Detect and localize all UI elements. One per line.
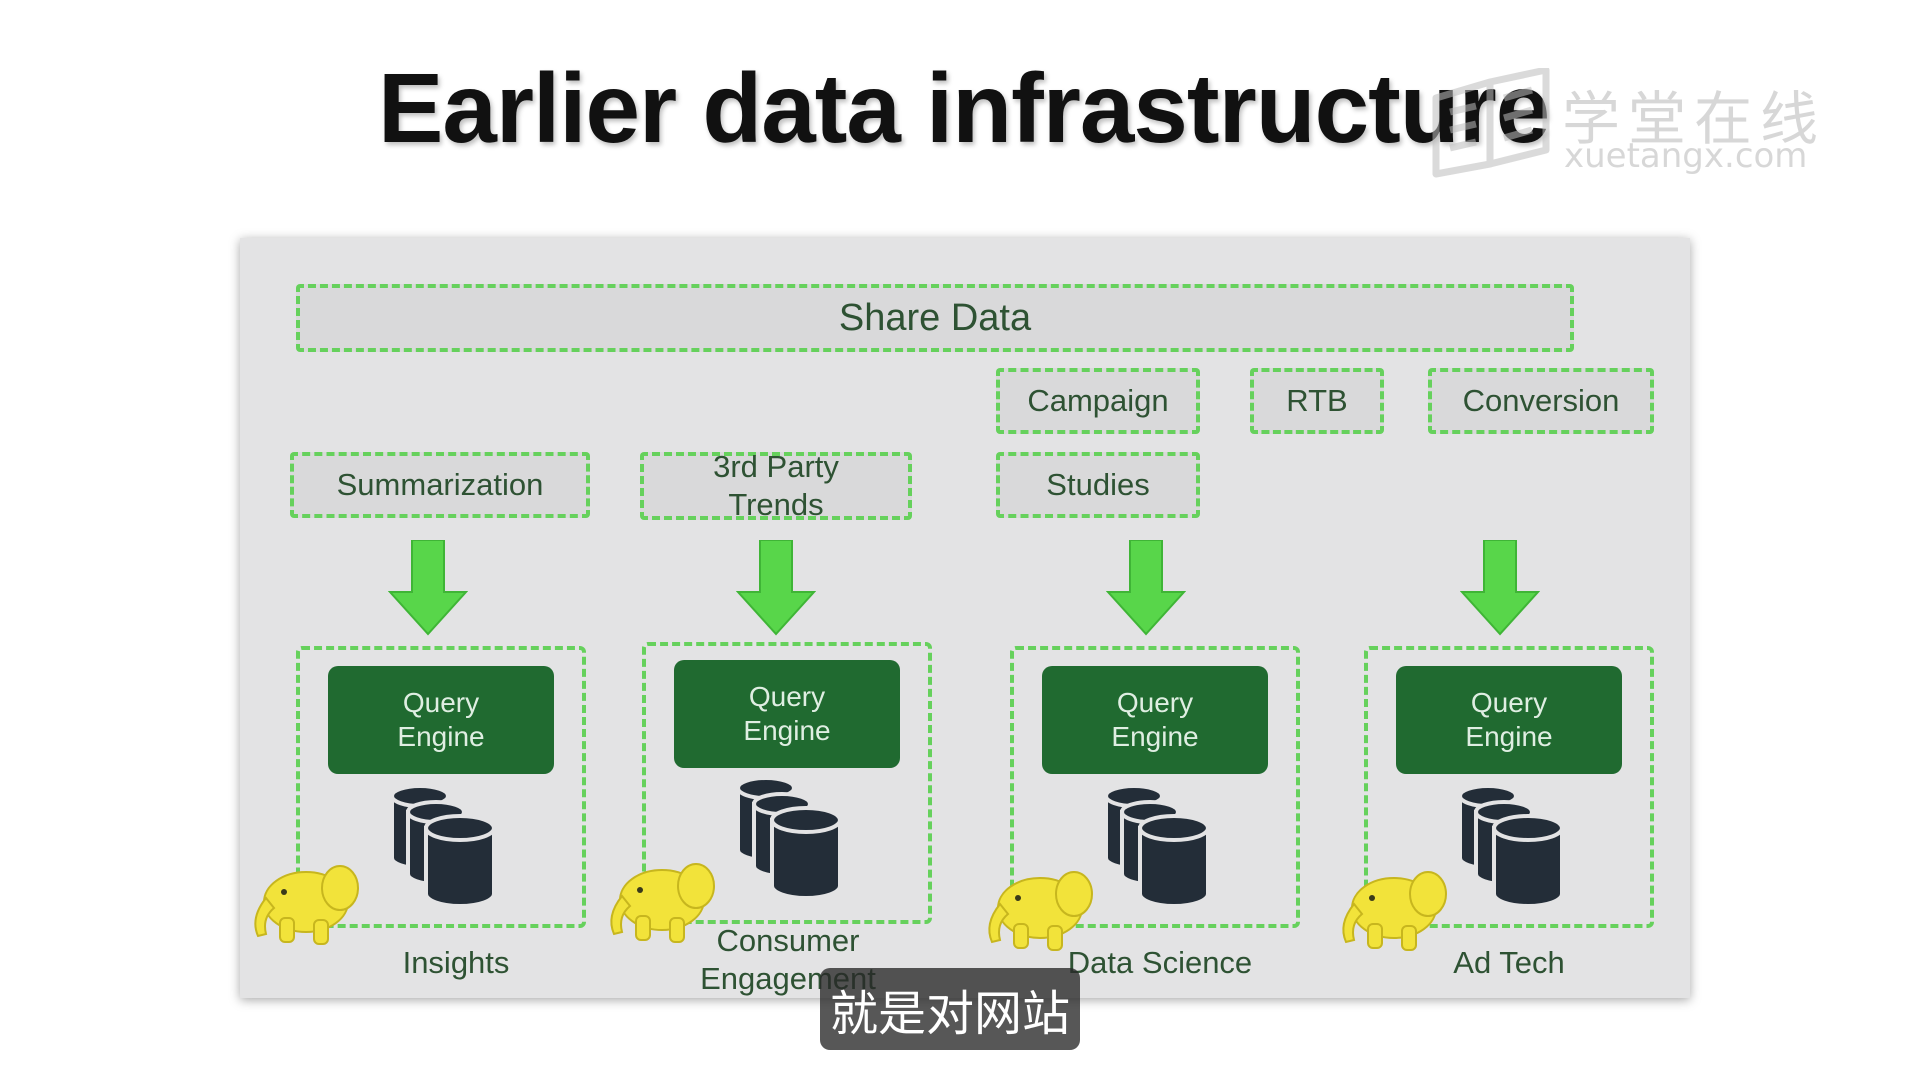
share-data-box: Share Data	[296, 284, 1574, 352]
arrow-down-icon	[388, 540, 468, 636]
share-data-label: Share Data	[838, 297, 1032, 339]
query-engine-line2: Engine	[397, 721, 485, 752]
conversion-label: Conversion	[1462, 383, 1620, 418]
insights-group	[296, 646, 586, 928]
campaign-label: Campaign	[1027, 383, 1169, 418]
database-icon	[736, 776, 842, 900]
diagram-panel: Share Data Campaign RTB Conversion Summa…	[240, 238, 1690, 998]
third-party-label-line1: 3rd Party	[713, 449, 839, 484]
studies-box: Studies	[996, 452, 1200, 518]
database-icon	[1458, 784, 1564, 908]
hadoop-elephant-icon	[610, 863, 715, 943]
data-science-label: Data Science	[1060, 944, 1260, 982]
query-engine-line1: Query	[402, 687, 480, 718]
book-logo-icon	[1432, 68, 1550, 178]
database-icon	[1104, 784, 1210, 908]
query-engine-line2: Engine	[743, 715, 831, 746]
query-engine-line1: Query	[1470, 687, 1548, 718]
query-engine-box: Query Engine	[328, 666, 554, 774]
insights-label: Insights	[376, 944, 536, 982]
ad-tech-group	[1364, 646, 1654, 928]
rtb-label: RTB	[1286, 383, 1348, 418]
query-engine-box: Query Engine	[674, 660, 900, 768]
summarization-label: Summarization	[336, 467, 544, 502]
xuetangx-watermark: 学堂在线 xuetangx.com	[1428, 68, 1828, 178]
query-engine-box: Query Engine	[1396, 666, 1622, 774]
arrow-down-icon	[736, 540, 816, 636]
conversion-box: Conversion	[1428, 368, 1654, 434]
data-science-group	[1010, 646, 1300, 928]
group-label-line1: Data Science	[1067, 945, 1253, 980]
query-engine-line1: Query	[748, 681, 826, 712]
consumer-engagement-group	[642, 642, 932, 924]
query-engine-line1: Query	[1116, 687, 1194, 718]
subtitle-caption: 就是对网站	[820, 968, 1081, 1050]
slide-title: Earlier data infrastructure	[378, 53, 1550, 163]
third-party-label-line2: Trends	[728, 487, 824, 522]
third-party-trends-box: 3rd Party Trends	[640, 449, 912, 522]
hadoop-elephant-icon	[1342, 871, 1447, 951]
database-icon	[390, 784, 496, 908]
arrow-down-icon	[1106, 540, 1186, 636]
hadoop-elephant-icon	[988, 871, 1093, 951]
query-engine-line2: Engine	[1111, 721, 1199, 752]
rtb-box: RTB	[1250, 368, 1384, 434]
group-label-line1: Insights	[402, 945, 510, 980]
arrow-down-icon	[1460, 540, 1540, 636]
studies-label: Studies	[1046, 467, 1150, 502]
campaign-box: Campaign	[996, 368, 1200, 434]
watermark-chinese-text: 学堂在线	[1562, 85, 1827, 153]
group-label-line1: Ad Tech	[1453, 945, 1565, 980]
query-engine-box: Query Engine	[1042, 666, 1268, 774]
query-engine-line2: Engine	[1465, 721, 1553, 752]
watermark-url-text: xuetangx.com	[1564, 136, 1808, 176]
hadoop-elephant-icon	[254, 865, 359, 945]
summarization-box: Summarization	[290, 452, 590, 518]
group-label-line1: Consumer	[716, 923, 860, 958]
ad-tech-label: Ad Tech	[1429, 944, 1589, 982]
